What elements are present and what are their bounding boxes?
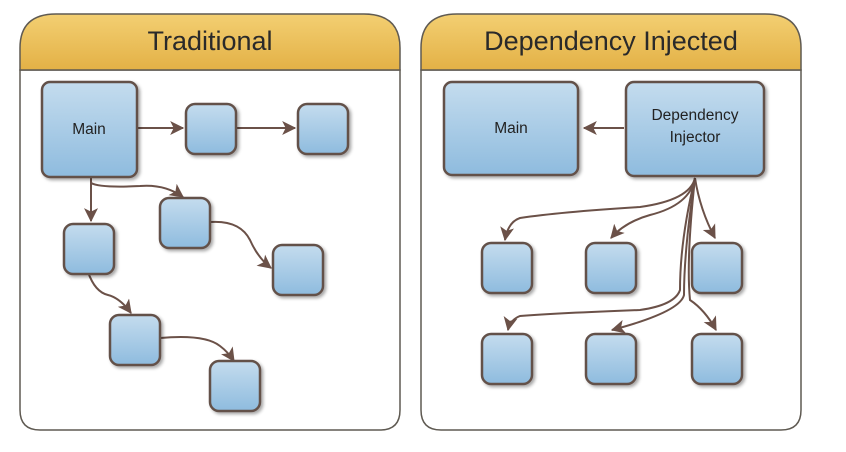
arrow-node-4-to-node-5 xyxy=(209,220,272,269)
traditional-node-2 xyxy=(296,102,350,156)
di-main-label: Main xyxy=(494,120,528,137)
panel-di-title: Dependency Injected xyxy=(484,26,738,56)
traditional-node-6 xyxy=(108,313,162,367)
traditional-node-7 xyxy=(208,359,262,413)
traditional-node-3 xyxy=(62,222,116,276)
arrow-injector-to-node-3 xyxy=(694,177,716,240)
di-injector-node xyxy=(624,80,766,178)
panel-di: Dependency Injected Main Dependency Inje… xyxy=(420,13,802,431)
arrow-node-3-to-node-6 xyxy=(87,271,132,314)
traditional-main-node xyxy=(40,80,139,179)
di-nodes xyxy=(442,80,766,386)
di-main-node xyxy=(442,80,580,177)
di-node-1 xyxy=(480,241,534,295)
di-arrows xyxy=(500,121,717,334)
traditional-nodes xyxy=(40,80,350,413)
panel-di-header xyxy=(420,13,802,71)
arrow-node-6-to-node-7 xyxy=(159,336,235,362)
panel-traditional: Traditional Main xyxy=(19,13,401,431)
di-node-4 xyxy=(480,332,534,386)
arrow-main-to-node-4 xyxy=(90,182,184,198)
di-node-2 xyxy=(584,241,638,295)
traditional-arrows xyxy=(84,121,297,362)
arrow-injector-to-node-5 xyxy=(610,177,696,334)
traditional-main-label: Main xyxy=(72,121,106,138)
di-node-6 xyxy=(690,332,744,386)
di-injector-label-line2: Injector xyxy=(670,129,721,146)
traditional-node-5 xyxy=(271,243,325,297)
traditional-node-4 xyxy=(158,196,212,250)
traditional-node-1 xyxy=(184,102,238,156)
arrow-injector-to-node-4 xyxy=(503,177,696,332)
di-node-3 xyxy=(690,241,744,295)
panel-traditional-title: Traditional xyxy=(147,26,272,56)
di-injector-label-line1: Dependency xyxy=(651,107,738,124)
panel-traditional-header xyxy=(19,13,401,71)
arrow-injector-to-node-2 xyxy=(610,177,696,239)
arrow-injector-to-node-6 xyxy=(687,177,717,332)
di-node-5 xyxy=(584,332,638,386)
arrow-injector-to-node-1 xyxy=(500,177,696,242)
